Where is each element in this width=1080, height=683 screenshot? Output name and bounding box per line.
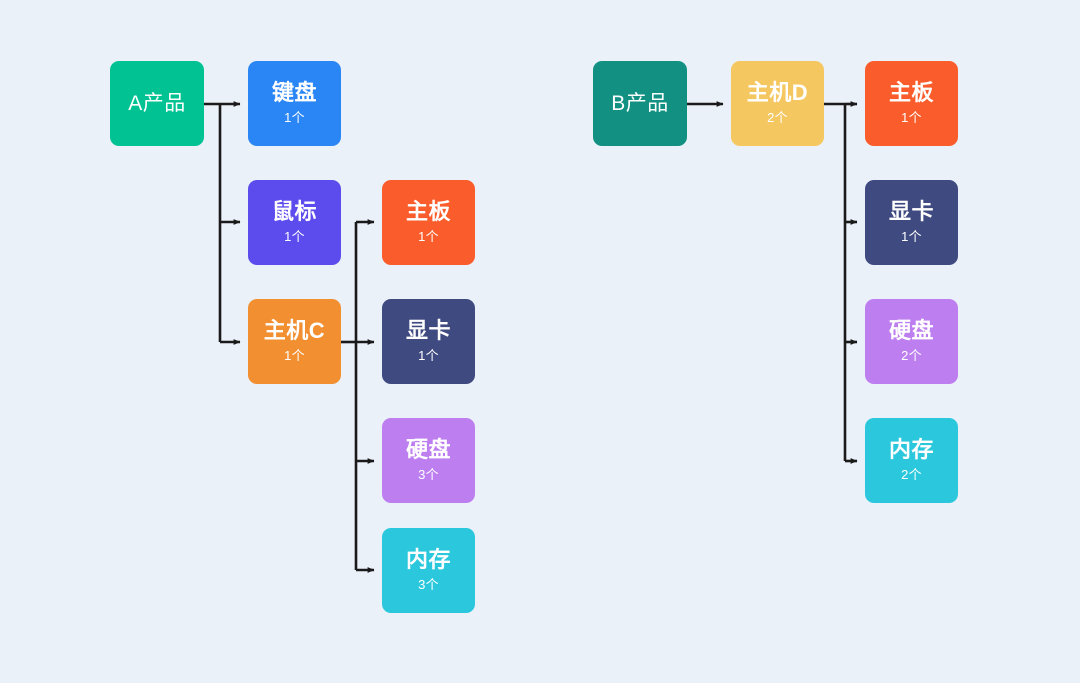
node-quantity: 3个 <box>418 577 439 593</box>
node-quantity: 2个 <box>767 110 788 126</box>
node-quantity: 2个 <box>901 348 922 364</box>
node-quantity: 1个 <box>901 110 922 126</box>
node-a-mouse[interactable]: 鼠标 1个 <box>248 180 341 265</box>
node-quantity: 1个 <box>284 229 305 245</box>
node-b-mainboard[interactable]: 主板 1个 <box>865 61 958 146</box>
node-a-mainboard[interactable]: 主板 1个 <box>382 180 475 265</box>
node-a-keyboard[interactable]: 键盘 1个 <box>248 61 341 146</box>
node-label: 显卡 <box>888 199 934 225</box>
node-label: A产品 <box>128 91 186 115</box>
node-a-ram[interactable]: 内存 3个 <box>382 528 475 613</box>
node-label: 硬盘 <box>888 318 934 344</box>
node-quantity: 1个 <box>284 110 305 126</box>
node-quantity: 2个 <box>901 467 922 483</box>
node-label: 内存 <box>405 547 451 573</box>
node-label: 主机C <box>263 318 326 344</box>
node-label: 显卡 <box>405 318 451 344</box>
node-label: 主机D <box>746 80 809 106</box>
node-quantity: 1个 <box>901 229 922 245</box>
node-b-disk[interactable]: 硬盘 2个 <box>865 299 958 384</box>
edge-group-b-hostd <box>824 101 858 464</box>
node-quantity: 3个 <box>418 467 439 483</box>
node-quantity: 1个 <box>284 348 305 364</box>
node-b-product[interactable]: B产品 <box>593 61 687 146</box>
node-b-host-d[interactable]: 主机D 2个 <box>731 61 824 146</box>
node-label: 硬盘 <box>405 437 451 463</box>
node-label: B产品 <box>611 91 669 115</box>
node-a-disk[interactable]: 硬盘 3个 <box>382 418 475 503</box>
node-a-product[interactable]: A产品 <box>110 61 204 146</box>
node-label: 主板 <box>888 80 934 106</box>
node-label: 鼠标 <box>271 199 317 225</box>
node-b-gpu[interactable]: 显卡 1个 <box>865 180 958 265</box>
node-quantity: 1个 <box>418 348 439 364</box>
node-label: 主板 <box>405 199 451 225</box>
node-label: 键盘 <box>271 80 317 106</box>
node-a-gpu[interactable]: 显卡 1个 <box>382 299 475 384</box>
edge-group-a-product <box>204 101 241 345</box>
node-label: 内存 <box>888 437 934 463</box>
node-b-ram[interactable]: 内存 2个 <box>865 418 958 503</box>
node-a-host-c[interactable]: 主机C 1个 <box>248 299 341 384</box>
node-quantity: 1个 <box>418 229 439 245</box>
edge-group-a-hostc <box>341 219 375 573</box>
